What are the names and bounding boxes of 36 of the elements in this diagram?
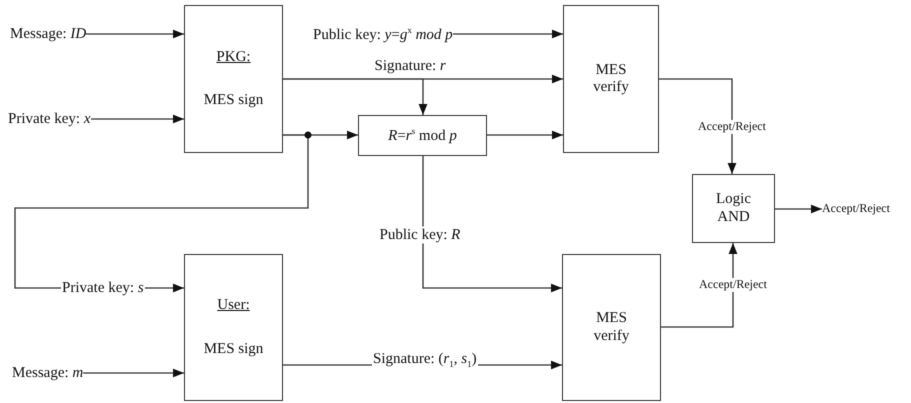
arrow	[453, 30, 563, 38]
arrow	[487, 130, 563, 140]
arrow	[86, 30, 184, 38]
edge-label: Signature: r	[374, 58, 447, 75]
process-box	[562, 254, 661, 401]
process-box	[358, 115, 487, 156]
box-text: MES sign	[202, 92, 264, 110]
signal-label: Private key: x	[8, 110, 90, 128]
edge-label: Private key: s	[61, 280, 145, 297]
arrow	[659, 78, 736, 174]
edge-label: Signature: (r$_{1}$, s$_{1}$)	[372, 351, 478, 370]
signal-label: Accept/Reject	[822, 201, 890, 216]
process-box	[692, 174, 775, 243]
arrow	[661, 243, 738, 328]
signal-label: Message: ID	[10, 25, 86, 43]
signal-label: Message: m	[12, 364, 84, 382]
process-box	[563, 5, 659, 153]
box-text: Logic AND	[715, 191, 752, 226]
box-text: MES verify	[592, 62, 630, 96]
process-box	[184, 5, 283, 153]
arrow	[91, 114, 184, 124]
arrow	[422, 156, 562, 292]
edge-label: Accept/Reject	[698, 278, 768, 292]
process-box	[184, 254, 283, 401]
arrow	[283, 78, 428, 115]
arrow	[775, 204, 822, 214]
edge-label: Accept/Reject	[697, 120, 767, 134]
edge-label: Public key: R	[378, 226, 462, 244]
box-text: R=r$^{s}$ mod p	[387, 126, 458, 146]
box-heading: PKG:	[215, 48, 252, 66]
arrow	[83, 368, 184, 378]
arrow	[14, 134, 309, 292]
box-heading: User:	[216, 297, 251, 314]
box-text: MES verify	[592, 310, 630, 345]
box-text: MES sign	[202, 340, 264, 358]
arrow	[283, 360, 562, 370]
